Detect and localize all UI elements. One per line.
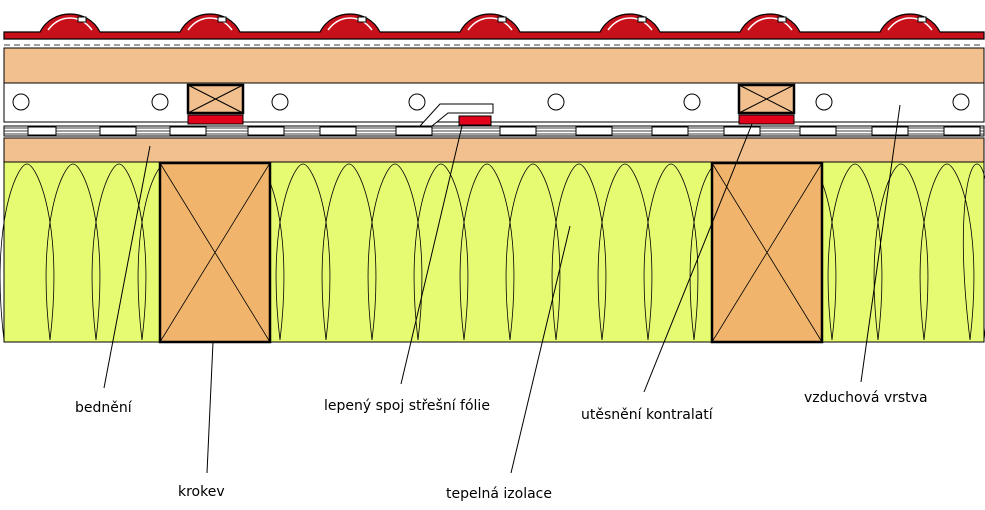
air-layer bbox=[3, 82, 985, 123]
battens-layer bbox=[3, 47, 985, 84]
insulation-layer bbox=[0, 161, 985, 343]
leader-utesneni bbox=[643, 123, 753, 393]
batten-seal-left bbox=[187, 114, 244, 125]
tile-profile bbox=[3, 13, 985, 40]
label-krokev: krokev bbox=[178, 484, 225, 500]
label-tepelna-izolace: tepelná izolace bbox=[446, 486, 552, 502]
label-bedneni: bednění bbox=[75, 400, 132, 416]
membrane-tape bbox=[458, 115, 492, 126]
leader-krokev bbox=[206, 341, 214, 474]
roof-membrane bbox=[3, 103, 985, 137]
roof-tiles bbox=[3, 13, 985, 46]
label-utesneni-kontralati: utěsnění kontralatí bbox=[581, 407, 713, 423]
air-layer-band bbox=[3, 82, 985, 123]
boarding-layer bbox=[3, 137, 985, 163]
rafter-left bbox=[158, 161, 272, 344]
leader-bedneni bbox=[103, 145, 151, 389]
leader-tepelna bbox=[510, 225, 571, 474]
air-circles bbox=[12, 93, 970, 111]
counter-batten-left bbox=[186, 83, 245, 125]
tile-ridge-shadows bbox=[47, 17, 933, 31]
leader-lepeny-spoj bbox=[400, 125, 463, 385]
counter-batten-right bbox=[737, 83, 796, 125]
membrane-white-blocks bbox=[27, 126, 981, 136]
label-lepeny-spoj: lepený spoj střešní fólie bbox=[324, 398, 490, 414]
leader-vzduch bbox=[860, 104, 901, 383]
rafter-right bbox=[710, 161, 824, 344]
membrane-lap bbox=[418, 103, 494, 127]
tile-hooks bbox=[77, 16, 927, 23]
leader-lines bbox=[103, 104, 901, 474]
batten-seal-right bbox=[738, 114, 795, 125]
label-vzduchova-vrstva: vzduchová vrstva bbox=[804, 390, 928, 406]
